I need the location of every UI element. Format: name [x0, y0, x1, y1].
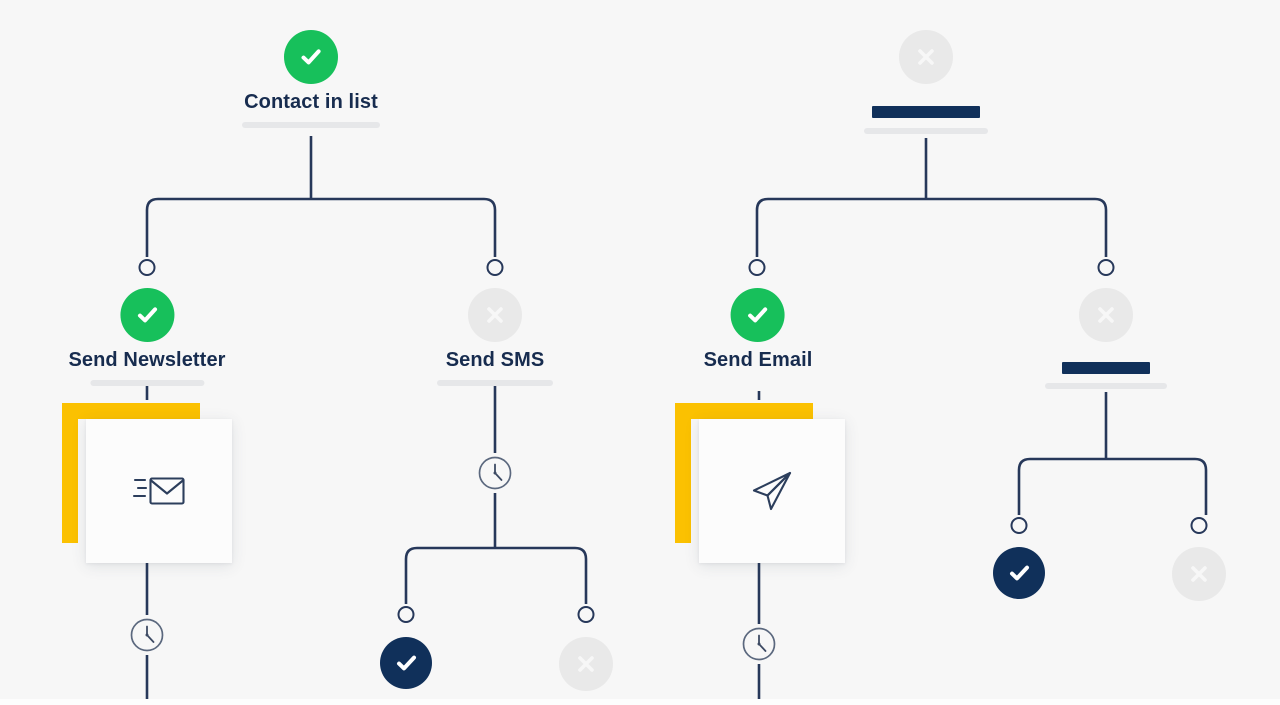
connector-dot-sms-no[interactable] [577, 606, 595, 623]
circle-connector-icon [1010, 517, 1028, 534]
bottom-edge-strip [0, 699, 1280, 705]
node-label: Send SMS [445, 349, 545, 371]
connector-dot-right-step[interactable] [1097, 259, 1115, 276]
check-circle-icon [731, 288, 785, 342]
node-label: Contact in list [244, 91, 378, 113]
x-circle-icon [1079, 288, 1133, 342]
circle-connector-icon [138, 259, 156, 276]
check-circle-icon [993, 547, 1045, 599]
label-placeholder-bar [872, 106, 980, 118]
label-underbar [89, 380, 204, 386]
paper-plane-icon [746, 465, 798, 517]
node-contact-in-list[interactable]: Contact in list [242, 30, 380, 128]
clock-icon [127, 615, 167, 655]
circle-connector-icon [486, 259, 504, 276]
check-circle-icon [119, 288, 174, 342]
label-placeholder-bar [1062, 362, 1150, 374]
node-label: Send Newsletter [68, 349, 226, 371]
connector-dot-sms-yes[interactable] [397, 606, 415, 623]
circle-connector-icon [1190, 517, 1208, 534]
check-circle-icon [284, 30, 338, 84]
card-accent-border [62, 403, 200, 543]
delay-clock-newsletter[interactable] [127, 615, 167, 655]
connector-dot-email[interactable] [748, 259, 766, 276]
node-right-yes-result[interactable] [993, 547, 1045, 599]
node-label: Send Email [703, 349, 813, 371]
node-right-no-result[interactable] [1172, 547, 1226, 601]
circle-connector-icon [577, 606, 595, 623]
card-send-newsletter[interactable] [62, 403, 232, 563]
node-sms-yes-result[interactable] [380, 637, 432, 689]
connector-dot-sms[interactable] [486, 259, 504, 276]
clock-icon [739, 624, 779, 664]
card-send-email[interactable] [675, 403, 845, 563]
x-circle-icon [468, 288, 522, 342]
circle-connector-icon [397, 606, 415, 623]
card-face [86, 419, 232, 563]
circle-connector-icon [1097, 259, 1115, 276]
clock-icon [475, 453, 515, 493]
x-circle-icon [559, 637, 613, 691]
node-send-newsletter[interactable]: Send Newsletter [68, 288, 225, 386]
node-right-placeholder-step[interactable] [1045, 288, 1167, 389]
card-face [699, 419, 845, 563]
label-underbar [242, 122, 380, 128]
envelope-send-icon [130, 469, 188, 513]
connector-dot-right-yes[interactable] [1010, 517, 1028, 534]
circle-connector-icon [748, 259, 766, 276]
connector-dot-right-no[interactable] [1190, 517, 1208, 534]
label-underbar [1045, 383, 1167, 389]
delay-clock-sms[interactable] [475, 453, 515, 493]
node-send-email[interactable]: Send Email [704, 288, 813, 370]
label-underbar [864, 128, 988, 134]
node-sms-no-result[interactable] [559, 637, 613, 691]
delay-clock-email[interactable] [739, 624, 779, 664]
x-circle-icon [899, 30, 953, 84]
node-send-sms[interactable]: Send SMS [437, 288, 553, 386]
x-circle-icon [1172, 547, 1226, 601]
label-underbar [437, 380, 553, 386]
connector-dot-newsletter[interactable] [138, 259, 156, 276]
node-right-root-placeholder[interactable] [864, 30, 988, 134]
check-circle-icon [380, 637, 432, 689]
card-accent-border [675, 403, 813, 543]
